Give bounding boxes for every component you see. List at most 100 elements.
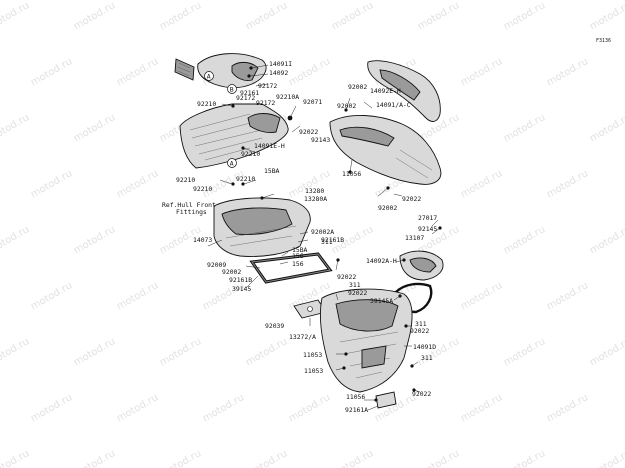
hatch-cover-part [399, 250, 444, 281]
svg-text:B: B [230, 85, 234, 93]
part-label: 92210 [236, 175, 255, 183]
watermark-text: motod.ru [502, 112, 547, 144]
part-label: 15BA [292, 246, 308, 254]
part-label: 14091E-H [254, 142, 285, 150]
watermark-text: motod.ru [459, 280, 504, 312]
part-label: 14091D [413, 343, 436, 351]
watermark-text: motod.ru [72, 336, 117, 368]
part-label: 14092A-H [366, 257, 397, 265]
part-label: 311 [421, 354, 433, 362]
front-grille-part [174, 58, 195, 81]
watermark-text: motod.ru [72, 0, 117, 32]
watermark-text: motod.ru [459, 56, 504, 88]
watermark-text: motod.ru [29, 168, 74, 200]
fastener-dots [231, 66, 442, 402]
part-label: Ref.Hull Front [162, 201, 216, 209]
part-label: 39145A [370, 297, 393, 305]
rear-tub-part [319, 288, 413, 393]
part-number-labels: 14091I 14092 92172 92161 92172 92172 922… [162, 60, 437, 414]
part-label: 92022 [337, 273, 356, 281]
part-label: 92022 [299, 128, 318, 136]
watermark-text: motod.ru [0, 224, 31, 256]
watermark-text: motod.ru [244, 0, 289, 32]
watermark-text: motod.ru [545, 56, 590, 88]
part-label: 92210A [276, 93, 299, 101]
part-label: 14091I [269, 60, 292, 68]
watermark-text: motod.ru [588, 224, 625, 256]
part-label: 27017 [418, 214, 437, 222]
part-label: 311 [321, 238, 333, 246]
leader-lines [207, 64, 441, 411]
part-label: 92161A [345, 406, 368, 414]
watermark-text: motod.ru [244, 336, 289, 368]
watermark-text: motod.ru [545, 280, 590, 312]
part-label: 39145 [232, 285, 251, 293]
watermark-text: motod.ru [459, 168, 504, 200]
watermark-text: motod.ru [0, 336, 31, 368]
part-label: 92022 [412, 390, 431, 398]
callout-b: B [227, 84, 237, 94]
deck-cover-part [179, 103, 289, 169]
watermark-text: motod.ru [502, 224, 547, 256]
part-label: 92039 [265, 322, 284, 330]
watermark-text: motod.ru [287, 56, 332, 88]
watermark-text: motod.ru [29, 392, 74, 424]
watermark-text: motod.ru [29, 280, 74, 312]
watermark-text: motod.ru [416, 0, 461, 32]
part-label: 13272/A [289, 333, 316, 341]
part-label: 92161 [240, 89, 259, 97]
watermark-text: motod.ru [287, 392, 332, 424]
part-label: 92172 [236, 94, 255, 102]
part-label: 92071 [303, 98, 322, 106]
watermark-text: motod.ru [330, 448, 375, 468]
watermark-text: motod.ru [545, 168, 590, 200]
part-label: 156 [292, 252, 304, 260]
part-label: 14091/A-C [376, 101, 411, 109]
part-label: 92145 [418, 225, 437, 233]
watermark-text: motod.ru [72, 448, 117, 468]
part-label: 15BA [264, 167, 280, 175]
watermark-text: motod.ru [588, 112, 625, 144]
part-label: 14092E-H [370, 87, 401, 95]
part-label: 92002 [222, 268, 241, 276]
part-label: 92002 [378, 204, 397, 212]
callout-a-1: A [204, 71, 214, 81]
watermark-text: motod.ru [588, 0, 625, 32]
right-fender-upper-part [367, 60, 441, 122]
part-label: 156 [292, 260, 304, 268]
watermark-text: motod.ru [588, 448, 625, 468]
gasket-ring-part [249, 252, 333, 284]
watermark-text: motod.ru [115, 280, 160, 312]
part-label: 92009 [207, 261, 226, 269]
svg-text:A: A [230, 159, 234, 167]
watermark-text: motod.ru [244, 448, 289, 468]
watermark-text: motod.ru [158, 336, 203, 368]
part-label: 92210 [176, 176, 195, 184]
watermark-text: motod.ru [158, 0, 203, 32]
right-side-panel-part [329, 114, 442, 185]
watermark-text: motod.ru [416, 448, 461, 468]
part-label: 11053 [304, 367, 323, 375]
watermark-text: motod.ru [588, 336, 625, 368]
part-label: 92002 [348, 83, 367, 91]
part-label: 92143 [311, 136, 330, 144]
part-label: 13280 [305, 187, 324, 195]
part-label: 92161B [229, 276, 252, 284]
part-label: 92002 [337, 102, 356, 110]
watermark-text: motod.ru [201, 392, 246, 424]
part-label: 92210 [193, 185, 212, 193]
front-storage-bin-part [213, 197, 311, 257]
watermark-text: motod.ru [502, 336, 547, 368]
part-label: 92022 [402, 195, 421, 203]
watermark-text: motod.ru [115, 168, 160, 200]
watermark-text: motod.ru [416, 336, 461, 368]
part-label: Fittings [176, 208, 207, 216]
watermark-text: motod.ru [72, 224, 117, 256]
part-label: 13280A [304, 195, 327, 203]
diagram-code: F3136 [596, 38, 611, 44]
part-label: 11056 [346, 393, 365, 401]
part-label: 11053 [303, 351, 322, 359]
part-label: 11056 [342, 170, 361, 178]
part-label: 92210 [197, 100, 216, 108]
